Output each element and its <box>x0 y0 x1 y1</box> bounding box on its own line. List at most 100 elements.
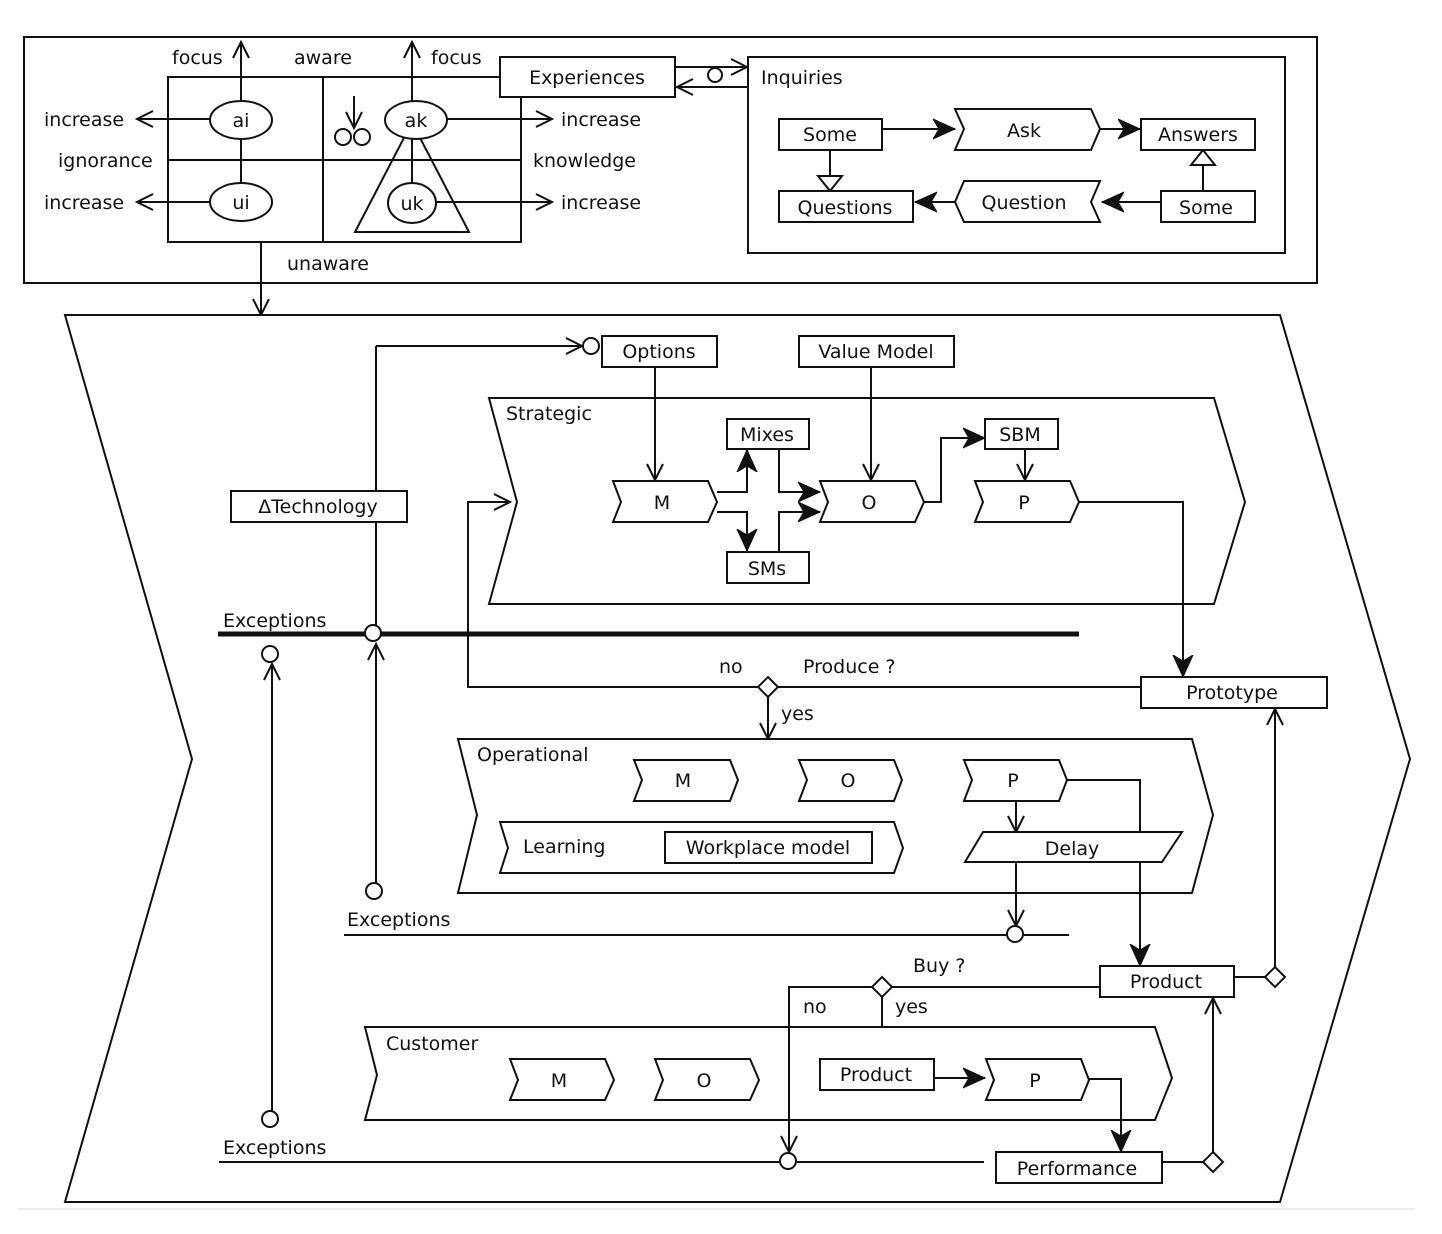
inq-some-bottom[interactable] <box>1160 190 1256 223</box>
operational-delay[interactable] <box>963 831 1184 863</box>
technology-box[interactable] <box>230 490 408 523</box>
mixes-to-o-arrow <box>778 449 820 492</box>
customer-p-to-performance-arrow <box>1089 1078 1121 1152</box>
inq-some-top[interactable] <box>778 118 883 151</box>
strategic-title: Strategic <box>506 403 592 425</box>
produce-question-label: Produce ? <box>803 656 896 678</box>
generalization-triangle-down <box>815 175 845 193</box>
operational-p[interactable] <box>962 759 1069 802</box>
operational-m-label: M <box>675 770 691 792</box>
value-model-label: Value Model <box>818 341 933 363</box>
buy-yes-label: yes <box>895 996 928 1018</box>
sms-to-o-arrow <box>778 512 820 552</box>
produce-no-label: no <box>719 656 743 678</box>
label-increase-ui: increase <box>44 192 124 214</box>
node-ai-label: ai <box>233 110 250 132</box>
strategic-sbm-label: SBM <box>999 424 1041 446</box>
inq-questions-label: Questions <box>798 197 893 219</box>
operational-m[interactable] <box>632 759 740 802</box>
strategic-o-label: O <box>862 492 877 514</box>
operational-o-label: O <box>841 770 856 792</box>
node-ak-label: ak <box>405 110 428 132</box>
product-box[interactable] <box>1099 965 1235 998</box>
experiences-box[interactable] <box>499 56 676 98</box>
p-to-prototype-arrow <box>1079 501 1183 677</box>
strategic-mixes-label: Mixes <box>740 424 794 446</box>
label-increase-ak: increase <box>561 109 641 131</box>
value-model-box[interactable] <box>798 335 955 368</box>
inq-ask[interactable] <box>953 108 1102 151</box>
inq-questions[interactable] <box>778 190 914 223</box>
label-increase-ai: increase <box>44 109 124 131</box>
label-aware: aware <box>294 47 352 69</box>
strategic-mixes[interactable] <box>726 418 810 450</box>
node-uk-label: uk <box>400 193 423 215</box>
customer-section: Customer M O Product P <box>363 1026 1174 1121</box>
node-ai[interactable] <box>209 100 273 140</box>
inq-ask-label: Ask <box>1007 120 1041 142</box>
node-ui[interactable] <box>209 182 273 222</box>
product-prototype-diamond[interactable] <box>1263 965 1287 989</box>
label-knowledge: knowledge <box>533 150 636 172</box>
operational-learning-label: Learning <box>523 836 606 858</box>
customer-m[interactable] <box>508 1058 616 1101</box>
node-ui-label: ui <box>232 192 249 214</box>
customer-p[interactable] <box>984 1058 1091 1101</box>
op-exceptions-circle <box>365 882 383 900</box>
label-focus-right: focus <box>431 47 482 69</box>
inquiries-panel: Inquiries Some Ask Answers Questions Que… <box>747 56 1286 254</box>
product-label: Product <box>1130 971 1202 993</box>
strategic-m[interactable] <box>611 480 719 523</box>
technology-label: ΔTechnology <box>258 496 377 518</box>
generalization-triangle-up <box>1188 148 1218 166</box>
connector-circle <box>707 67 723 83</box>
prototype-box[interactable] <box>1140 676 1328 709</box>
performance-product-diamond[interactable] <box>1201 1150 1225 1174</box>
exceptions-mid-label: Exceptions <box>347 909 450 931</box>
inq-answers[interactable] <box>1140 118 1256 151</box>
buy-question-label: Buy ? <box>913 955 965 977</box>
cust-exceptions-bottom-circle <box>261 1110 279 1128</box>
exceptions-top-label: Exceptions <box>223 610 326 632</box>
operational-delay-label: Delay <box>1045 838 1100 860</box>
label-ignorance: ignorance <box>58 150 153 172</box>
knowledge-matrix: ai ui ak uk focus aware focus increase i… <box>44 42 641 315</box>
customer-o-label: O <box>697 1070 712 1092</box>
customer-o[interactable] <box>653 1058 761 1101</box>
options-box[interactable] <box>601 335 718 368</box>
strategic-m-label: M <box>654 492 670 514</box>
o-to-sbm-arrow <box>924 438 985 503</box>
strategic-p[interactable] <box>973 480 1081 523</box>
strategic-sbm[interactable] <box>984 418 1059 450</box>
produce-yes-label: yes <box>781 703 814 725</box>
exceptions-mid-junction <box>1006 925 1024 943</box>
produce-no-loop <box>467 502 760 688</box>
inq-answers-label: Answers <box>1158 124 1238 146</box>
prototype-label: Prototype <box>1186 682 1278 704</box>
strategic-sms[interactable] <box>726 551 810 584</box>
workplace-model-label: Workplace model <box>686 837 850 859</box>
strategic-p-label: P <box>1018 492 1029 514</box>
inquiries-title: Inquiries <box>761 67 843 89</box>
inq-question[interactable] <box>953 180 1102 223</box>
operational-o[interactable] <box>797 759 904 802</box>
exceptions-bottom-junction <box>779 1152 797 1170</box>
performance-box[interactable] <box>995 1151 1163 1184</box>
workplace-model-box[interactable] <box>664 831 873 864</box>
inq-question-label: Question <box>982 192 1067 214</box>
customer-title: Customer <box>386 1033 478 1055</box>
operational-title: Operational <box>477 744 588 766</box>
operational-section: Operational M O P Learning Workplace mod… <box>456 738 1215 966</box>
customer-m-label: M <box>551 1070 567 1092</box>
inq-some-top-label: Some <box>803 124 857 146</box>
options-label: Options <box>622 341 695 363</box>
customer-product[interactable] <box>819 1058 935 1091</box>
node-uk[interactable] <box>387 182 437 224</box>
buy-no-label: no <box>803 996 827 1018</box>
binoculars-icon <box>334 96 371 146</box>
p-to-product-arrow <box>1067 779 1140 966</box>
strategic-o[interactable] <box>818 480 926 523</box>
node-ak[interactable] <box>384 100 448 140</box>
strategic-sms-label: SMs <box>748 558 786 580</box>
